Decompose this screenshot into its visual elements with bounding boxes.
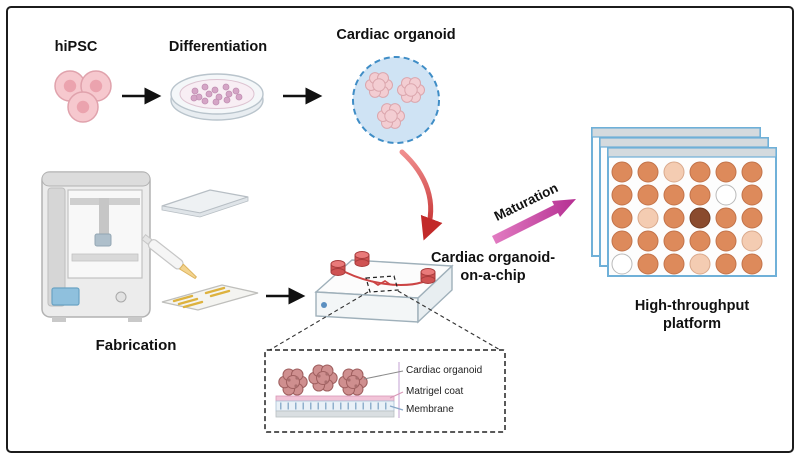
well bbox=[715, 161, 737, 183]
well bbox=[689, 207, 711, 229]
well bbox=[637, 184, 659, 206]
differentiation-label: Differentiation bbox=[168, 39, 268, 55]
inset-label-membrane: Membrane bbox=[406, 404, 454, 415]
well bbox=[689, 161, 711, 183]
pointer-membrane bbox=[389, 405, 404, 411]
well bbox=[663, 253, 685, 275]
well bbox=[741, 161, 763, 183]
chip-icon bbox=[314, 251, 454, 324]
hipsc-cells-icon bbox=[54, 70, 112, 123]
well bbox=[715, 207, 737, 229]
well bbox=[689, 253, 711, 275]
well bbox=[637, 230, 659, 252]
well bbox=[741, 207, 763, 229]
platform-title-line1: High-throughput bbox=[634, 298, 750, 314]
well-plate-stack bbox=[591, 127, 777, 277]
pipette-icon bbox=[141, 234, 197, 280]
well bbox=[637, 161, 659, 183]
membrane-layer bbox=[275, 400, 395, 412]
platform-title: High-throughput platform bbox=[635, 297, 749, 333]
pointer-matrigel bbox=[389, 391, 404, 399]
inset-label-cardiac-organoid: Cardiac organoid bbox=[406, 365, 483, 376]
zoom-connector-left bbox=[267, 291, 369, 352]
cardiac-organoid-label: Cardiac organoid bbox=[336, 27, 456, 43]
well-grid bbox=[611, 161, 763, 275]
maturation-label: Maturation bbox=[492, 180, 561, 224]
inset-box bbox=[264, 349, 506, 433]
hipsc-label: hiPSC bbox=[54, 39, 98, 55]
chip-port bbox=[420, 268, 436, 284]
arrow-organoid-to-chip bbox=[399, 149, 443, 241]
well bbox=[611, 253, 633, 275]
chip-zoom-region bbox=[365, 275, 399, 293]
well bbox=[663, 230, 685, 252]
platform-title-line2: platform bbox=[663, 316, 721, 332]
chip-title: Cardiac organoid- on-a-chip bbox=[431, 249, 555, 285]
well bbox=[611, 184, 633, 206]
petri-dish-icon bbox=[170, 73, 264, 121]
base-layer bbox=[275, 410, 395, 418]
fabrication-label: Fabrication bbox=[95, 337, 177, 354]
well bbox=[689, 230, 711, 252]
well bbox=[611, 230, 633, 252]
zoom-connector-right bbox=[397, 290, 503, 352]
cardiac-organoid-icon bbox=[352, 56, 440, 144]
matrigel-layer bbox=[275, 395, 395, 402]
well bbox=[741, 253, 763, 275]
pointer-cardiac-organoid bbox=[363, 370, 404, 380]
chip-title-line2: on-a-chip bbox=[460, 268, 526, 284]
well bbox=[715, 253, 737, 275]
printer-screen bbox=[51, 287, 80, 306]
well bbox=[663, 161, 685, 183]
printer-icon bbox=[41, 171, 151, 322]
well bbox=[741, 230, 763, 252]
printed-slide-icon bbox=[161, 284, 259, 311]
chip-port bbox=[330, 260, 346, 276]
inset-label-matrigel: Matrigel coat bbox=[406, 386, 464, 397]
well bbox=[715, 184, 737, 206]
chip-title-line1: Cardiac organoid- bbox=[430, 250, 556, 266]
well bbox=[663, 184, 685, 206]
well bbox=[689, 184, 711, 206]
glass-slide-icon bbox=[161, 189, 249, 218]
well bbox=[637, 253, 659, 275]
well bbox=[637, 207, 659, 229]
well bbox=[611, 207, 633, 229]
chip-port bbox=[354, 251, 370, 267]
well bbox=[611, 161, 633, 183]
well bbox=[663, 207, 685, 229]
well bbox=[741, 184, 763, 206]
maturation-arrow bbox=[492, 199, 576, 244]
chip-outlet-dot bbox=[321, 302, 327, 308]
printer-button bbox=[115, 291, 127, 303]
printed-channel bbox=[172, 286, 231, 309]
well bbox=[715, 230, 737, 252]
